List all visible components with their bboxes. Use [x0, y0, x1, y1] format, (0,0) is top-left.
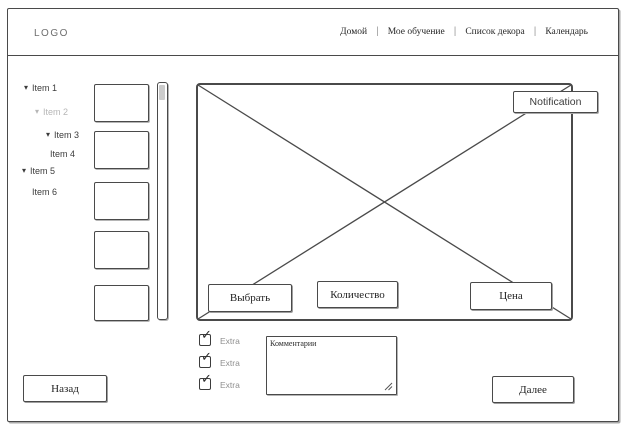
next-button[interactable]: Далее — [492, 376, 574, 403]
thumbnail-3[interactable] — [94, 182, 149, 220]
tree-item-label: Item 1 — [32, 83, 58, 93]
tree-item-5[interactable]: ▾ Item 5 — [22, 165, 55, 177]
comments-label: Комментарии — [270, 339, 317, 348]
crossed-box-icon — [196, 83, 573, 321]
quantity-button[interactable]: Количество — [317, 281, 398, 308]
tree-item-4[interactable]: ▾ Item 4 — [50, 148, 75, 160]
logo: LOGO — [34, 28, 69, 39]
tree-item-label: Item 5 — [30, 166, 56, 176]
thumbnail-4[interactable] — [94, 231, 149, 269]
check-mark-icon: ✓ — [201, 371, 212, 386]
scrollbar-thumb[interactable] — [159, 84, 165, 100]
checkbox-checked-icon[interactable]: ✓ — [199, 350, 212, 368]
thumbnail-1[interactable] — [94, 84, 149, 122]
check-mark-icon: ✓ — [201, 349, 212, 364]
resize-handle-icon[interactable] — [384, 382, 393, 391]
comments-textarea[interactable]: Комментарии — [266, 336, 397, 395]
checkbox-checked-icon[interactable]: ✓ — [199, 372, 212, 390]
nav-separator: | — [376, 26, 379, 37]
checkbox-checked-icon[interactable]: ✓ — [199, 328, 212, 346]
nav-item-calendar[interactable]: Календарь — [545, 26, 588, 37]
nav-item-my-learning[interactable]: Мое обучение — [387, 26, 445, 37]
tree-item-label: Item 4 — [50, 149, 76, 159]
image-placeholder — [196, 83, 573, 321]
extra-label: Extra — [220, 379, 240, 390]
tree-item-2[interactable]: ▾ Item 2 — [35, 106, 68, 118]
nav-separator: | — [533, 26, 537, 37]
extra-label: Extra — [220, 335, 240, 346]
extra-label: Extra — [220, 357, 240, 368]
nav-separator: | — [453, 26, 457, 37]
tree-item-label: Item 2 — [43, 107, 69, 117]
caret-down-icon[interactable]: ▾ — [22, 166, 27, 175]
thumbnail-scrollbar[interactable] — [157, 82, 168, 320]
caret-down-icon[interactable]: ▾ — [35, 107, 40, 116]
extra-checkbox-row-3[interactable]: ✓ Extra — [199, 372, 240, 390]
tree-item-label: Item 6 — [32, 187, 58, 197]
select-button[interactable]: Выбрать — [208, 284, 292, 312]
topbar: LOGO Домой | Мое обучение | Список декор… — [8, 9, 618, 56]
price-button[interactable]: Цена — [470, 282, 552, 310]
extra-checkbox-row-2[interactable]: ✓ Extra — [199, 350, 240, 368]
tree-item-1[interactable]: ▾ Item 1 — [24, 82, 57, 94]
tree-item-6[interactable]: ▾ Item 6 — [32, 186, 57, 198]
nav-item-decor-list[interactable]: Список декора — [465, 26, 525, 37]
caret-down-icon[interactable]: ▾ — [46, 130, 51, 139]
tree-item-3[interactable]: ▾ Item 3 — [46, 129, 79, 141]
main-nav: Домой | Мое обучение | Список декора | К… — [340, 26, 588, 37]
check-mark-icon: ✓ — [201, 327, 212, 342]
nav-item-home[interactable]: Домой — [340, 26, 368, 37]
thumbnail-5[interactable] — [94, 285, 149, 321]
back-button[interactable]: Назад — [23, 375, 107, 402]
tree-item-label: Item 3 — [54, 130, 80, 140]
thumbnail-2[interactable] — [94, 131, 149, 169]
extra-checkbox-row-1[interactable]: ✓ Extra — [199, 328, 240, 346]
caret-down-icon[interactable]: ▾ — [24, 83, 29, 92]
notification-button[interactable]: Notification — [513, 91, 598, 113]
